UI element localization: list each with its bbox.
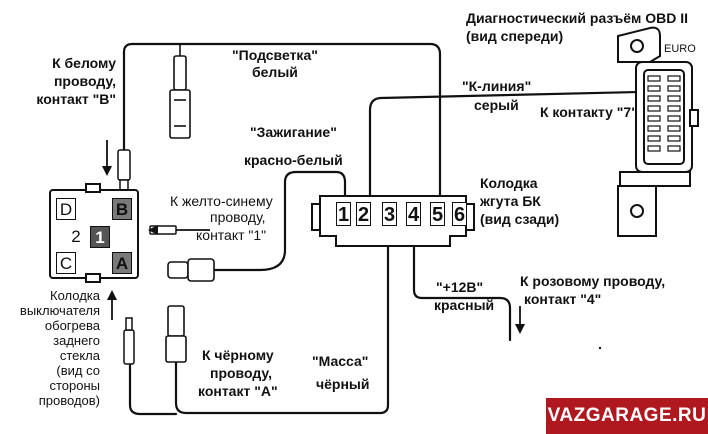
kline-color: серый	[474, 97, 519, 113]
switch-label-2: выключателя	[19, 303, 100, 318]
bk-pin-5: 5	[430, 202, 445, 226]
black-wire-label-3: контакт "А"	[198, 383, 278, 399]
kline-label: "К-линия"	[462, 78, 532, 94]
wire-backlight	[122, 42, 442, 202]
wire-ignition	[210, 170, 347, 272]
backlight-label: "Подсветка"	[232, 47, 318, 63]
bk-block-label-3: (вид сзади)	[480, 211, 560, 227]
switch-label-6: (вид со	[56, 363, 100, 378]
switch-label-8: проводов)	[38, 393, 100, 408]
bk-pin-1: 1	[336, 202, 351, 226]
bk-block-label-1: Колодка	[480, 175, 538, 191]
switch-label-7: стороны	[49, 378, 100, 393]
wire-bottom-loop	[128, 363, 178, 416]
switch-pin-c: C	[56, 252, 76, 274]
obd-title: Диагностический разъём OBD II	[466, 10, 689, 26]
white-wire-label-2: проводу,	[53, 73, 116, 89]
obd-subtitle: (вид спереди)	[466, 28, 564, 44]
black-wire-connector	[165, 305, 187, 363]
switch-pin-1: 1	[90, 226, 110, 248]
obd-connector	[617, 26, 699, 237]
switch-pin-a: A	[112, 252, 132, 274]
backlight-connector	[169, 44, 191, 139]
switch-label-5: стекла	[59, 348, 100, 363]
switch-label-1: Колодка	[50, 288, 100, 303]
ignition-connector	[167, 258, 215, 282]
mass-label: "Масса"	[312, 353, 369, 369]
switch-pin-2: 2	[71, 227, 81, 246]
backlight-color: белый	[252, 64, 298, 80]
white-wire-label-3: контакт "В"	[36, 91, 116, 107]
wire-mass	[174, 226, 390, 415]
yellow-blue-label-2: проводу,	[210, 209, 266, 225]
switch-pin-b: B	[112, 198, 132, 220]
brand-watermark[interactable]: VAZGARAGE.RU	[546, 398, 708, 434]
bk-pin-2: 2	[356, 202, 371, 226]
white-wire-label-1: К белому	[52, 55, 116, 71]
ignition-color: красно-белый	[244, 152, 343, 168]
bk-pin-4: 4	[406, 202, 421, 226]
bk-pin-3: 3	[382, 202, 397, 226]
pink-wire-label-1: К розовому проводу,	[520, 273, 666, 289]
yellow-blue-label-3: контакт "1"	[196, 227, 267, 243]
to-pin7-label: К контакту "7"	[540, 104, 638, 120]
switch-label-4: заднего	[53, 333, 100, 348]
black-wire-label-1: К чёрному	[202, 347, 274, 363]
mass-color: чёрный	[316, 376, 370, 392]
white-wire-terminal	[117, 149, 131, 191]
plus12-label: "+12В"	[436, 279, 484, 295]
switch-label-3: обогрева	[44, 318, 100, 333]
pink-wire-label-2: контакт "4"	[524, 291, 602, 307]
plus12-color: красный	[434, 297, 495, 313]
black-wire-label-2: проводу,	[210, 365, 273, 381]
obd-pins	[647, 75, 681, 152]
ignition-label: "Зажигание"	[250, 124, 337, 140]
wire-kline	[368, 90, 640, 202]
wire-plus12	[412, 226, 512, 342]
bk-pin-6: 6	[452, 202, 467, 226]
switch-pin-d: D	[56, 198, 76, 220]
obd-euro-mark: EURO	[664, 43, 696, 55]
bk-block-label-2: жгута БК	[480, 193, 541, 209]
yellow-blue-label-1: К желто-синему	[170, 193, 273, 209]
switch-bottom-terminal	[123, 317, 135, 365]
